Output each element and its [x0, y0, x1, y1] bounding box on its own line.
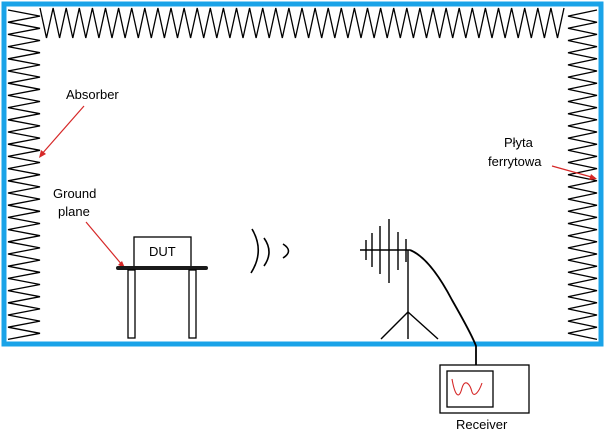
test-table: DUT [116, 236, 208, 339]
ground-plane-leader-line [85, 221, 124, 267]
ferrite-leader-line [551, 165, 596, 179]
absorber-cones-left [7, 9, 41, 341]
receiver-trace-icon [451, 378, 483, 396]
receiver-label: Receiver [456, 417, 508, 432]
absorber-top [39, 7, 565, 39]
ground-plane [116, 266, 208, 270]
absorber-leader-arrow [39, 150, 46, 158]
receiver [439, 364, 530, 414]
dut-box [133, 236, 192, 268]
table-leg-right [188, 269, 197, 339]
wave-icon [250, 228, 290, 274]
ferrite-leader-arrow [589, 174, 597, 180]
ferrite-label-line1: Płyta [504, 135, 534, 150]
absorber-cones-top [39, 7, 565, 39]
absorber-label: Absorber [66, 87, 119, 102]
absorber-left [7, 9, 41, 341]
antenna-cable [409, 249, 477, 367]
ferrite-label-line2: ferrytowa [488, 154, 542, 169]
dut-label: DUT [149, 244, 176, 259]
ground-plane-label-line2: plane [58, 204, 90, 219]
absorber-right [567, 9, 598, 341]
chamber-wall [1, 1, 604, 347]
ground-plane-label-line1: Ground [53, 186, 96, 201]
absorber-leader-line [40, 105, 85, 156]
antenna-icon [360, 219, 439, 340]
absorber-cones-right [567, 9, 598, 341]
table-leg-left [127, 269, 136, 339]
